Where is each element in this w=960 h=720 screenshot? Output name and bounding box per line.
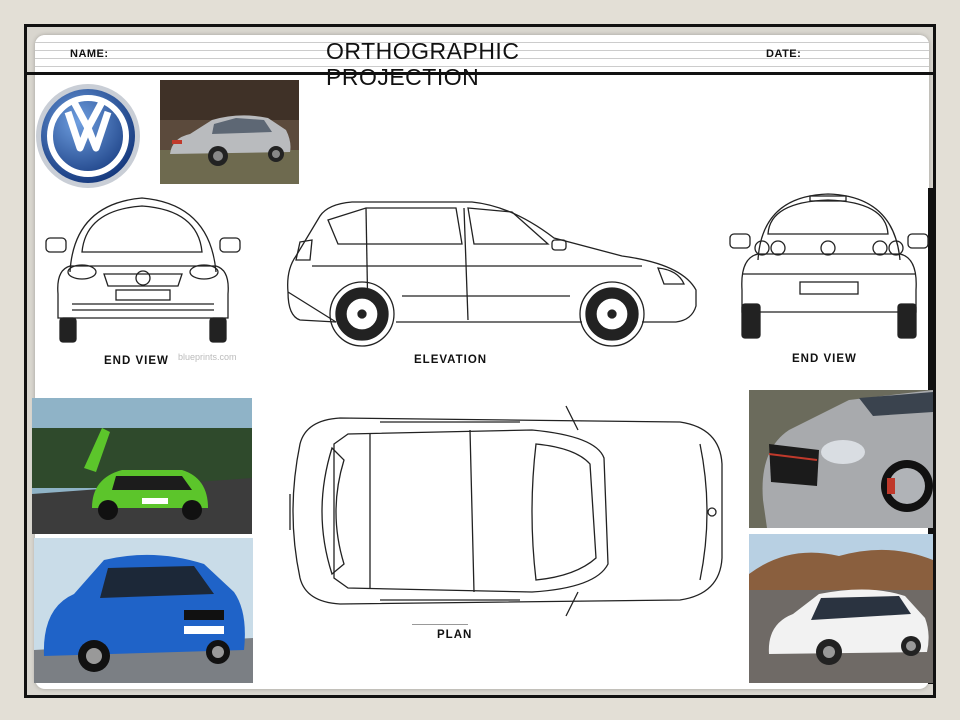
photo-silver-gti-front xyxy=(749,390,933,528)
photo-silver-golf-side xyxy=(160,80,299,184)
front-end-view-drawing xyxy=(42,194,244,346)
ruled-header-lines xyxy=(35,35,929,75)
plan-view-drawing xyxy=(280,404,728,618)
rear-view-caption: END VIEW xyxy=(792,353,857,365)
elevation-caption: ELEVATION xyxy=(414,354,488,366)
photo-blue-golf xyxy=(34,538,253,683)
front-view-caption: END VIEW xyxy=(104,355,169,367)
header-divider xyxy=(24,72,934,75)
plan-underline xyxy=(412,624,468,625)
name-label: NAME: xyxy=(70,48,109,60)
side-elevation-drawing xyxy=(282,196,702,350)
rear-end-view-drawing xyxy=(728,190,930,340)
photo-green-golf xyxy=(32,398,252,534)
date-label: DATE: xyxy=(766,48,802,60)
photo-white-golf xyxy=(749,534,933,683)
watermark: blueprints.com xyxy=(178,352,237,362)
vw-logo-icon xyxy=(34,82,142,190)
page-title: ORTHOGRAPHIC PROJECTION xyxy=(326,38,520,90)
plan-caption: PLAN xyxy=(437,629,473,641)
